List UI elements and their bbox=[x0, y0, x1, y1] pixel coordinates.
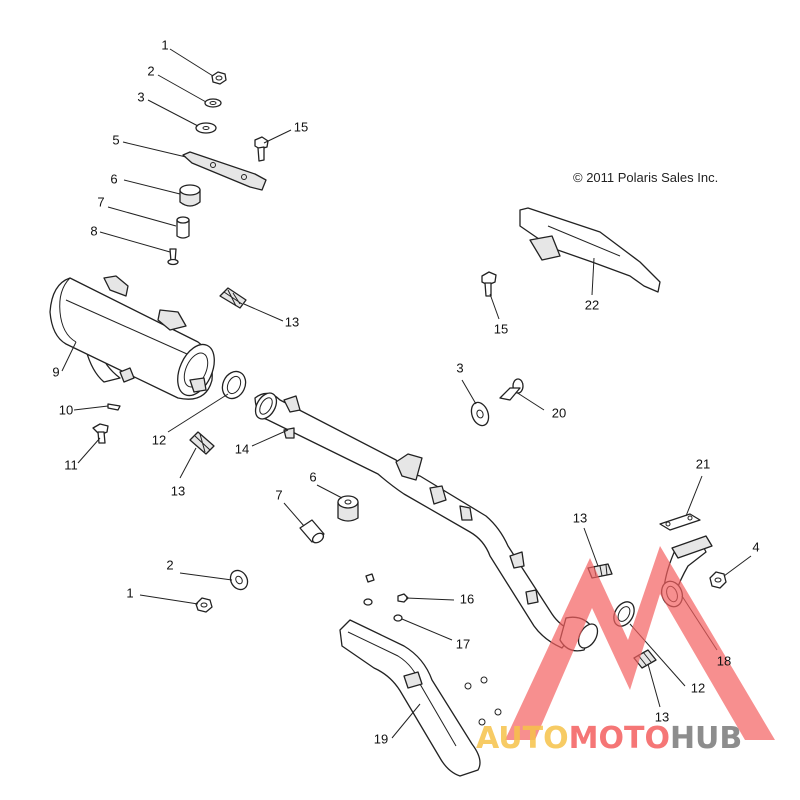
part-washer-3-right bbox=[470, 401, 490, 427]
watermark-triangle-outer-icon bbox=[505, 546, 775, 740]
callout-11: 11 bbox=[64, 457, 78, 472]
part-heatshield-19 bbox=[339, 619, 502, 777]
part-washer-2-bottom bbox=[229, 569, 249, 591]
leader-lines bbox=[61, 48, 752, 739]
callout-3: 3 bbox=[456, 360, 463, 375]
callout-3: 3 bbox=[137, 89, 144, 104]
part-sleeve-7 bbox=[176, 216, 190, 239]
svg-text:AUTOMOTOHUB: AUTOMOTOHUB bbox=[476, 721, 742, 756]
callout-2: 2 bbox=[147, 63, 154, 78]
part-grommet-6-mid bbox=[337, 495, 359, 522]
watermark-text-auto: AUTO bbox=[476, 721, 569, 756]
part-washer-3 bbox=[195, 122, 217, 134]
part-bracket-5 bbox=[182, 151, 267, 191]
callout-20: 20 bbox=[552, 405, 566, 420]
part-gasket-12-left bbox=[221, 370, 247, 400]
watermark-text-hub: HUB bbox=[670, 721, 742, 756]
callout-5: 5 bbox=[112, 132, 119, 147]
callout-6: 6 bbox=[110, 171, 117, 186]
callout-21: 21 bbox=[696, 456, 710, 471]
part-bolt-15 bbox=[254, 136, 269, 162]
part-spring-13-upper bbox=[219, 287, 247, 309]
callout-18: 18 bbox=[717, 653, 731, 668]
watermark-logo bbox=[505, 546, 775, 740]
part-bolt-11 bbox=[92, 423, 109, 444]
part-pin-8 bbox=[167, 248, 179, 266]
callout-9: 9 bbox=[52, 364, 59, 379]
callout-4: 4 bbox=[752, 539, 759, 554]
callout-6: 6 bbox=[309, 469, 316, 484]
part-heatshield-22 bbox=[519, 207, 661, 293]
callout-1: 1 bbox=[126, 585, 133, 600]
watermark-text-moto: MOTO bbox=[569, 721, 670, 756]
callout-7: 7 bbox=[275, 487, 282, 502]
callout-7: 7 bbox=[97, 194, 104, 209]
part-headpipe-14 bbox=[254, 392, 599, 652]
callout-15: 15 bbox=[494, 321, 508, 336]
part-sleeve-7-mid bbox=[299, 519, 325, 544]
part-washer-2 bbox=[204, 98, 222, 108]
callout-8: 8 bbox=[90, 223, 97, 238]
callout-1: 1 bbox=[161, 37, 168, 52]
part-nut-1 bbox=[211, 71, 227, 85]
part-clip-10 bbox=[107, 403, 121, 411]
callout-19: 19 bbox=[374, 731, 388, 746]
callout-12: 12 bbox=[691, 680, 705, 695]
callout-17: 17 bbox=[456, 636, 470, 651]
part-nut-1-bottom bbox=[195, 597, 213, 613]
part-bolt-15-right bbox=[481, 271, 497, 297]
callout-10: 10 bbox=[59, 402, 73, 417]
part-washer-17 bbox=[363, 598, 403, 622]
part-muffler-9 bbox=[49, 275, 215, 400]
callout-2: 2 bbox=[166, 557, 173, 572]
part-spring-13-lower bbox=[633, 649, 657, 669]
callout-12: 12 bbox=[152, 432, 166, 447]
part-stud-20 bbox=[499, 378, 524, 401]
copyright-text: © 2011 Polaris Sales Inc. bbox=[573, 170, 718, 185]
part-nut-4 bbox=[709, 571, 727, 589]
part-gasket-21 bbox=[659, 513, 701, 531]
callout-14: 14 bbox=[235, 441, 249, 456]
part-spring-13-left bbox=[189, 431, 215, 455]
callout-13: 13 bbox=[655, 709, 669, 724]
watermark-text: AUTOMOTOHUB bbox=[476, 721, 742, 756]
part-grommet-6 bbox=[179, 184, 201, 207]
callout-13: 13 bbox=[573, 510, 587, 525]
callout-labels: 1 2 3 5 15 6 7 8 13 9 10 11 12 14 13 22 … bbox=[52, 37, 759, 746]
callout-13: 13 bbox=[171, 483, 185, 498]
part-screw-16 bbox=[365, 573, 409, 603]
callout-15: 15 bbox=[294, 119, 308, 134]
callout-13: 13 bbox=[285, 314, 299, 329]
callout-16: 16 bbox=[460, 591, 474, 606]
callout-22: 22 bbox=[585, 297, 599, 312]
